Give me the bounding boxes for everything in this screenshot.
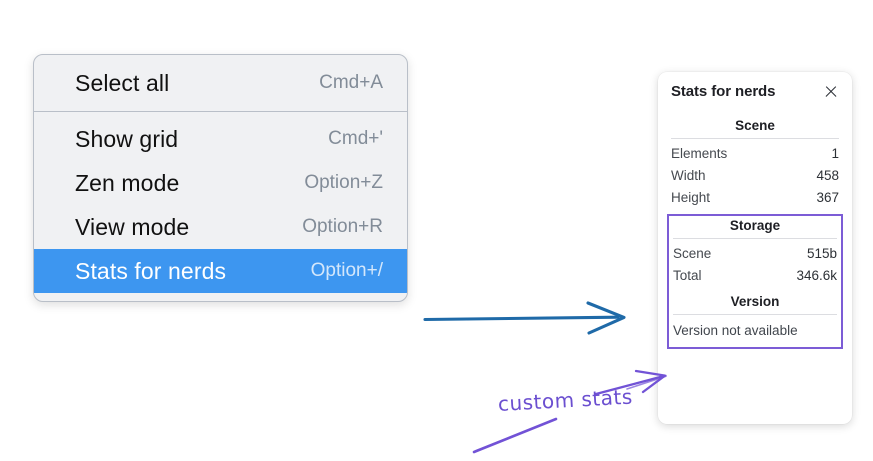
custom-stats-annotation-label: custom stats [497, 384, 634, 416]
menu-item-shortcut: Option+Z [304, 172, 383, 193]
stats-section-storage: Storage Scene 515b Total 346.6k [673, 216, 837, 287]
stat-value: 458 [816, 168, 839, 183]
custom-stats-highlight-box: Storage Scene 515b Total 346.6k Version … [667, 214, 843, 349]
menu-item-label: Show grid [75, 125, 179, 152]
stat-key: Elements [671, 146, 728, 161]
menu-item-label: Zen mode [75, 169, 180, 196]
menu-item-select-all[interactable]: Select all Cmd+A [34, 61, 407, 105]
menu-item-label: View mode [75, 213, 190, 240]
stat-row-scene: Scene 515b [673, 243, 837, 265]
section-divider [671, 138, 839, 139]
section-divider [673, 238, 837, 239]
stat-value: 367 [816, 190, 839, 205]
stat-key: Height [671, 190, 711, 205]
stats-section-version: Version Version not available [673, 287, 837, 342]
stats-panel-title: Stats for nerds [671, 83, 776, 100]
stat-row-total: Total 346.6k [673, 265, 837, 287]
stat-value: 346.6k [796, 268, 837, 283]
menu-to-panel-arrow [423, 301, 626, 335]
stat-key: Total [673, 268, 702, 283]
menu-separator [34, 111, 407, 112]
menu-item-zen-mode[interactable]: Zen mode Option+Z [34, 161, 407, 205]
stat-row-width: Width 458 [671, 165, 839, 187]
context-menu[interactable]: Select all Cmd+A Show grid Cmd+' Zen mod… [33, 54, 408, 302]
menu-item-stats-for-nerds[interactable]: Stats for nerds Option+/ [34, 249, 407, 293]
version-not-available-text: Version not available [673, 323, 798, 338]
stat-key: Width [671, 168, 706, 183]
menu-group-2: Show grid Cmd+' Zen mode Option+Z View m… [34, 117, 407, 293]
menu-item-show-grid[interactable]: Show grid Cmd+' [34, 117, 407, 161]
stat-value: 515b [806, 246, 837, 261]
stat-key: Scene [673, 246, 712, 261]
menu-item-shortcut: Option+R [302, 216, 383, 237]
menu-item-label: Select all [75, 69, 170, 96]
stat-row-height: Height 367 [671, 187, 839, 209]
menu-group-1: Select all Cmd+A [34, 61, 407, 105]
stat-row-elements: Elements 1 [671, 143, 839, 165]
stats-for-nerds-panel: Stats for nerds Scene Elements 1 Width 4… [658, 72, 852, 424]
menu-item-shortcut: Cmd+' [328, 128, 383, 149]
menu-item-shortcut: Cmd+A [319, 72, 383, 93]
custom-stats-underline-stroke [472, 417, 558, 454]
section-divider [673, 314, 837, 315]
menu-item-shortcut: Option+/ [310, 260, 383, 281]
stat-value: 1 [831, 146, 839, 161]
menu-item-label: Stats for nerds [75, 257, 227, 284]
section-heading-storage: Storage [729, 218, 781, 233]
menu-item-view-mode[interactable]: View mode Option+R [34, 205, 407, 249]
stats-panel-header: Stats for nerds [671, 83, 839, 100]
section-heading-scene: Scene [735, 118, 775, 133]
close-icon[interactable] [823, 84, 839, 100]
section-heading-version: Version [730, 294, 780, 309]
stats-section-scene: Scene Elements 1 Width 458 Height 367 [671, 116, 839, 209]
